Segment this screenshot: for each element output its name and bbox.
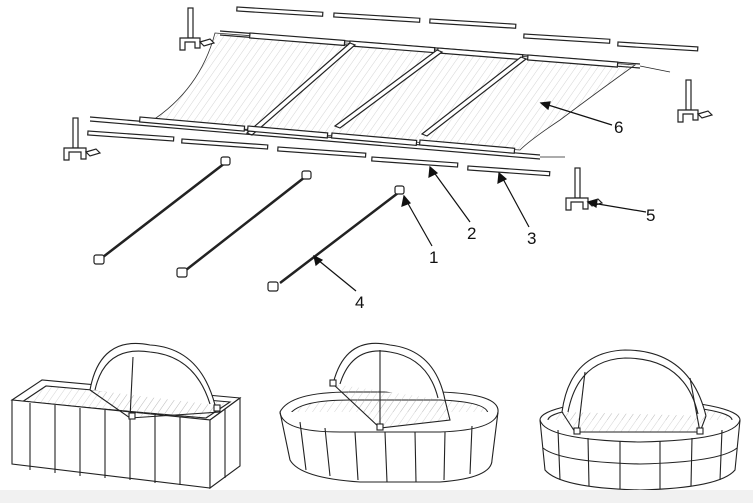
clamp-front-left <box>63 117 102 161</box>
front-pole-row <box>87 130 551 177</box>
callout-leaders <box>313 101 647 292</box>
callout-label-2: 2 <box>467 224 476 243</box>
callout-label-4: 4 <box>355 293 364 312</box>
canopy-cross-poles <box>245 42 528 137</box>
callout-label-3: 3 <box>527 229 536 248</box>
diagonal-support-poles <box>93 156 405 292</box>
oval-frame-pool <box>279 342 499 483</box>
callout-label-6: 6 <box>614 118 623 137</box>
callout-label-5: 5 <box>646 206 655 225</box>
callout-label-1: 1 <box>429 248 438 267</box>
round-frame-pool <box>539 349 741 491</box>
clamp-back-right <box>677 79 714 123</box>
top-pole-row <box>236 6 699 52</box>
clamp-back-left <box>179 7 216 51</box>
bottom-strip <box>0 490 753 503</box>
front-rail <box>89 116 565 160</box>
back-rail <box>219 30 671 73</box>
rectangular-frame-pool <box>10 343 242 490</box>
